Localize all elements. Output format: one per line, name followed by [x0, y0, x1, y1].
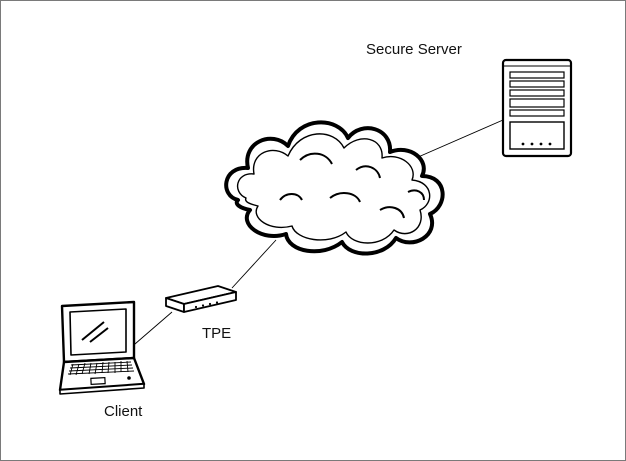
edge-client-tpe [127, 311, 173, 351]
server-label: Secure Server [366, 41, 462, 58]
laptop-icon [58, 300, 146, 395]
cloud-icon [224, 120, 445, 256]
network-device-icon [165, 285, 237, 313]
tpe-label: TPE [202, 325, 232, 342]
server-tower-icon [501, 58, 573, 158]
client-label: Client [104, 403, 143, 420]
edge-tpe-cloud [231, 239, 277, 289]
